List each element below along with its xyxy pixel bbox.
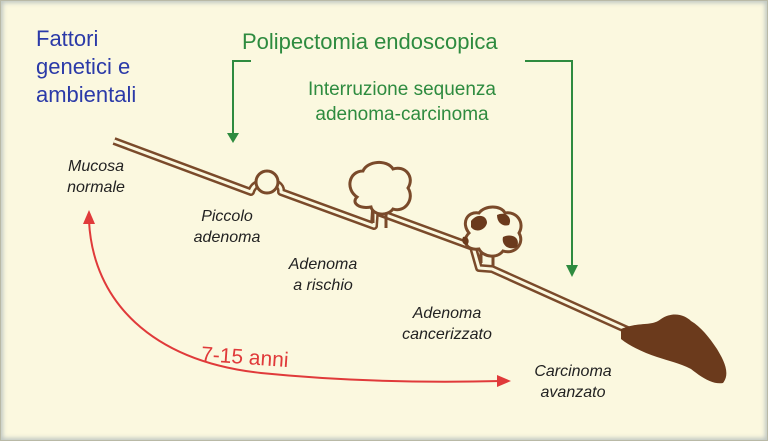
carcinoma-mass (621, 314, 727, 384)
title-left: Fattori genetici e ambientali (36, 25, 136, 109)
title-left-line-1: Fattori (36, 26, 99, 51)
title-left-line-3: ambientali (36, 82, 137, 107)
stage-1-line-2: normale (67, 179, 125, 196)
polyp-at-risk (348, 161, 412, 228)
subtitle-line-2: adenoma-carcinoma (315, 104, 489, 125)
stage-5-line-1: Carcinoma (534, 363, 612, 380)
title-left-line-2: genetici e (36, 54, 131, 79)
stage-2-line-2: adenoma (193, 229, 261, 246)
stage-4-line-1: Adenoma (412, 305, 482, 322)
timeline-arrow (83, 210, 511, 387)
stage-2-line-1: Piccolo (201, 208, 253, 225)
polyp-cancerized (462, 205, 523, 267)
stage-4-line-2: cancerizzato (402, 326, 492, 343)
stage-adenoma-cancerizzato: Adenoma cancerizzato (391, 303, 503, 345)
stage-carcinoma-avanzato: Carcinoma avanzato (521, 361, 625, 403)
stage-1-line-1: Mucosa (67, 158, 125, 175)
title-top: Polipectomia endoscopica (242, 29, 498, 54)
stage-3-line-1: Adenoma (288, 256, 358, 273)
subtitle-line-1: Interruzione sequenza (307, 79, 496, 100)
subtitle: Interruzione sequenza adenoma-carcinoma (283, 77, 521, 127)
polyp-small (254, 169, 280, 195)
green-arrow-left (232, 60, 251, 141)
stage-3-line-2: a rischio (293, 277, 353, 294)
green-arrow-right (525, 60, 573, 273)
stage-5-line-2: avanzato (540, 384, 606, 401)
polypectomy-arrows (227, 60, 578, 277)
stage-mucosa-normale: Mucosa normale (51, 156, 141, 198)
stage-piccolo-adenoma: Piccolo adenoma (184, 206, 270, 248)
stage-adenoma-a-rischio: Adenoma a rischio (278, 254, 368, 296)
